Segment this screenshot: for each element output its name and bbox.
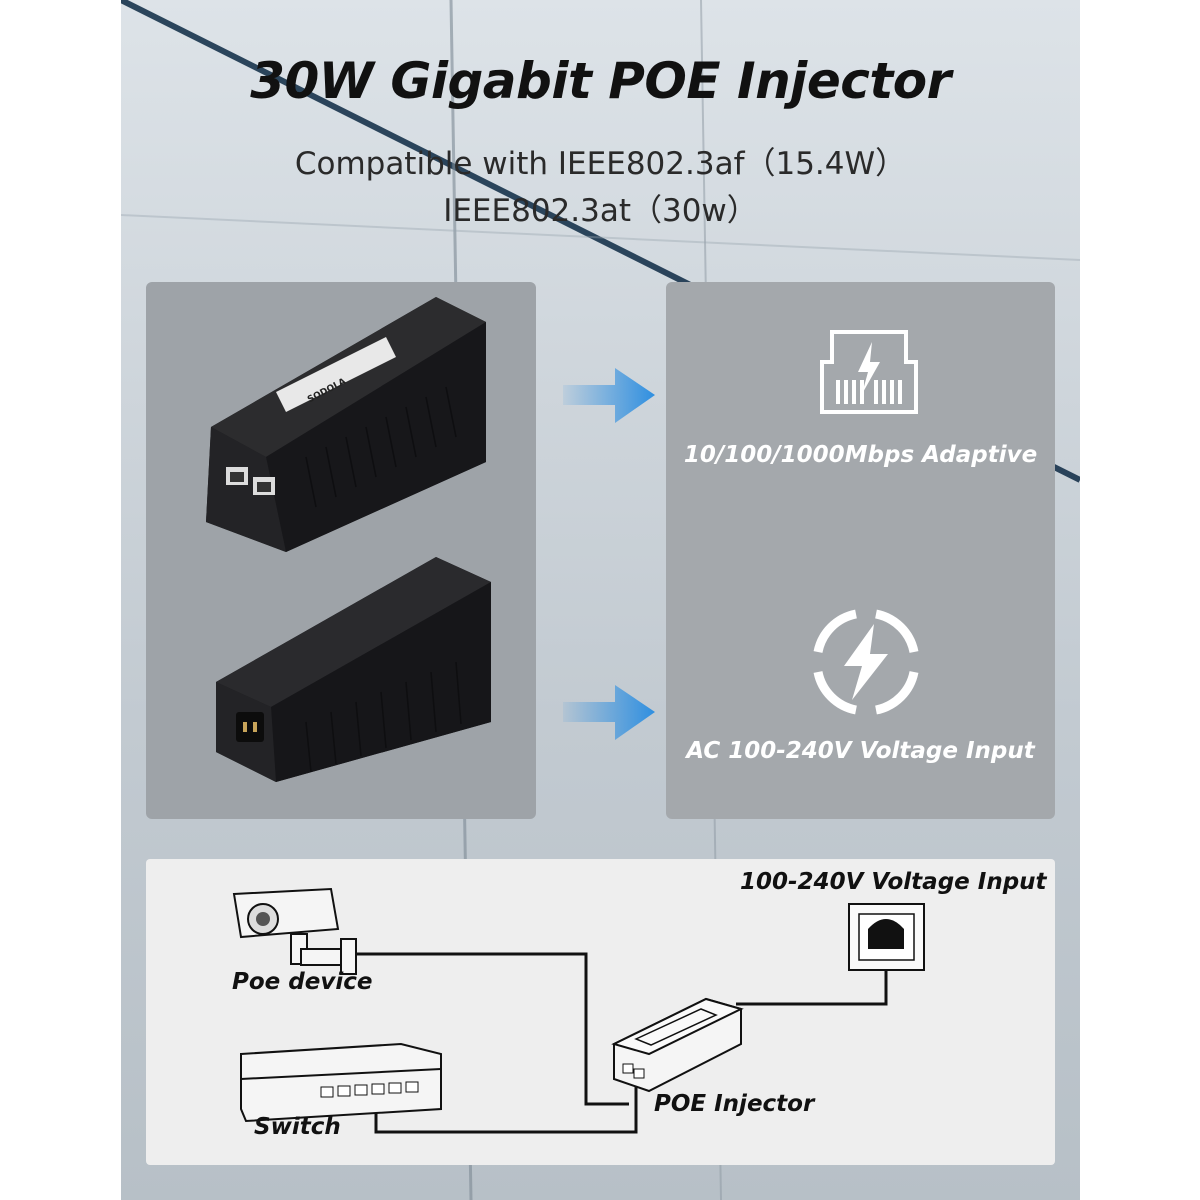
subtitle-line1: Compatible with IEEE802.3af（15.4W） [294, 146, 907, 182]
voltage-input-label: 100-240V Voltage Input [740, 869, 1047, 895]
arrow-right-icon [563, 368, 655, 423]
circular-bolt-icon [813, 609, 919, 715]
connection-diagram-drawing [232, 887, 925, 1134]
camera-icon [232, 887, 357, 975]
switch-label: Switch [254, 1114, 341, 1140]
poe-injector-front-photo [206, 297, 491, 782]
feature-panel [666, 282, 1055, 819]
feature-label-speed: 10/100/1000Mbps Adaptive [683, 442, 1038, 468]
network-switch-icon [240, 1042, 442, 1123]
right-margin [1080, 0, 1200, 1200]
left-margin [0, 0, 121, 1200]
poe-device-label: Poe device [232, 969, 373, 995]
page-title: 30W Gigabit POE Injector [250, 52, 951, 110]
product-photo-panel: SODOLA [146, 282, 536, 819]
arrow-right-icon [563, 685, 655, 740]
feature-label-voltage: AC 100-240V Voltage Input [686, 738, 1035, 764]
wall-socket-icon [848, 903, 925, 971]
connection-diagram: 100-240V Voltage Input Poe device Switch… [146, 859, 1055, 1165]
poe-injector-label: POE Injector [654, 1091, 815, 1117]
subtitle-line2: IEEE802.3at（30w） [443, 193, 758, 229]
rj45-port-bolt-icon [820, 330, 918, 414]
poe-injector-icon [611, 997, 744, 1093]
